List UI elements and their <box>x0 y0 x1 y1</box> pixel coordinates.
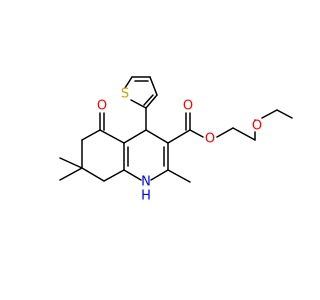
bond-c7-c8 <box>81 167 105 182</box>
bond-c4a-c4 <box>123 129 147 144</box>
bond-tc2-s <box>130 99 147 109</box>
bond-c7-methyl-a <box>59 157 83 169</box>
bond-n1-c8a <box>123 169 142 181</box>
bond-ch2-ch2 <box>232 127 256 141</box>
ketone-oxygen-label: O <box>97 99 107 114</box>
bond-c4-c3 <box>145 129 169 144</box>
bond-c3-carbonyl <box>167 129 191 144</box>
ester-ether-oxygen-label: O <box>205 132 215 147</box>
atom-labels: O S O O O N H <box>97 87 262 204</box>
ethoxy-oxygen-label: O <box>252 119 262 134</box>
bond-carbonyl-oether <box>189 129 204 138</box>
bond-oether-ch2 <box>216 127 234 138</box>
bond-c2-n1 <box>150 169 169 181</box>
bonds <box>59 76 293 183</box>
ester-carbonyl-oxygen-label: O <box>183 99 193 114</box>
bond-ethyl-ch3 <box>276 109 293 119</box>
bond-c7-methyl-b <box>59 167 83 181</box>
bond-s-tc5 <box>124 76 133 89</box>
bond-tc3-tc2 <box>145 94 158 109</box>
bond-c2-methyl <box>167 169 191 183</box>
bond-c5-c6 <box>81 129 101 141</box>
amine-nitrogen-label: N <box>141 175 151 190</box>
bond-oethoxy-ch2 <box>261 109 278 119</box>
thiophene-sulfur-label: S <box>121 87 129 102</box>
bond-tc4-tc3 <box>149 76 158 96</box>
structure-svg: O S O O O N H <box>59 76 293 204</box>
bond-c8-c8a <box>103 169 125 182</box>
bond-tc3-tc2-double <box>143 94 154 106</box>
amine-hydrogen-label: H <box>141 189 151 204</box>
bond-c4a-c5 <box>99 129 125 144</box>
molecule-diagram: O S O O O N H <box>59 76 293 204</box>
